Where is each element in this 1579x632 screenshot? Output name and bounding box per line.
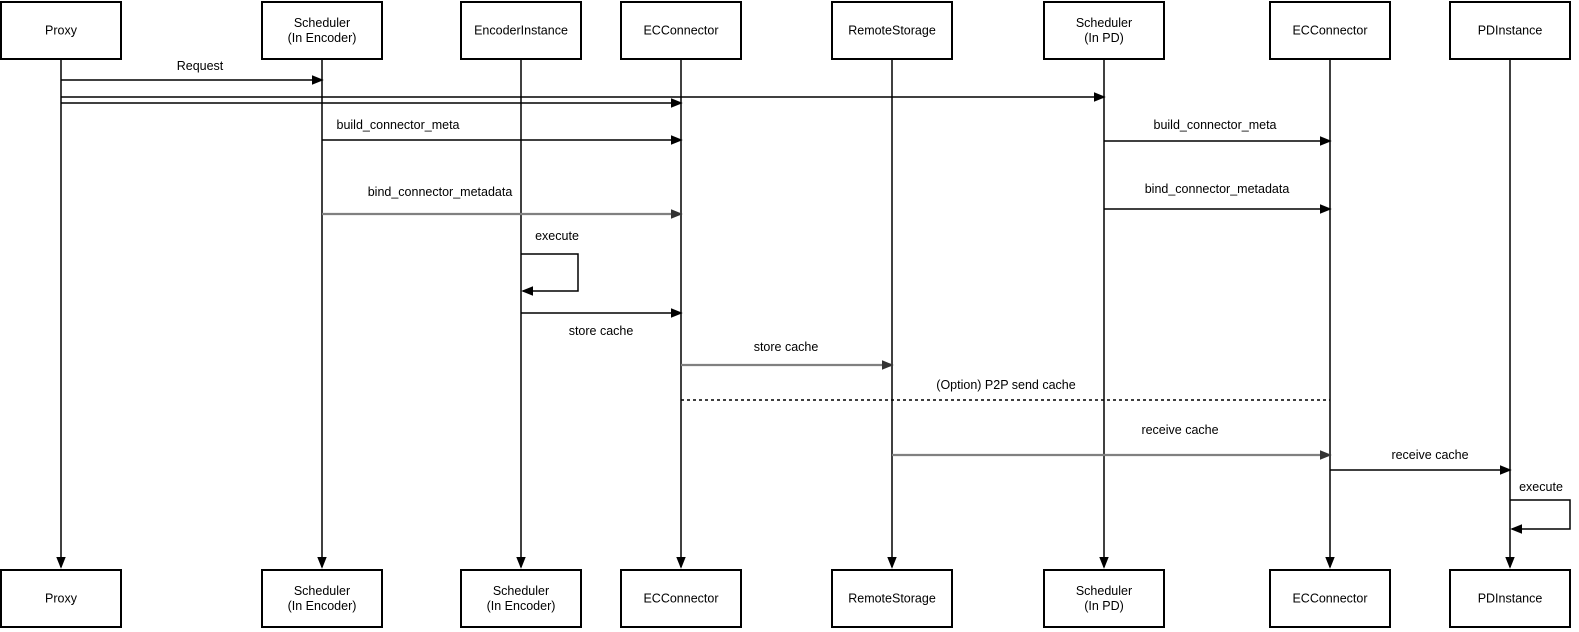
actor-label-top-scheduler-encoder-line0: Scheduler [294,16,350,30]
actor-box-bottom-scheduler-encoder [261,569,383,628]
message-label-p2p-send-cache: (Option) P2P send cache [936,378,1075,392]
message-label-build-connector-meta-enc: build_connector_meta [337,118,460,132]
actor-box-top-ec-connector-encoder [620,1,742,60]
message-label-build-connector-meta-pd: build_connector_meta [1154,118,1277,132]
actor-label-bottom-pd-instance-line0: PDInstance [1478,592,1543,606]
message-label-store-cache-local: store cache [569,324,634,338]
actor-box-top-proxy [0,1,122,60]
actor-box-bottom-proxy [0,569,122,628]
self-message-label-execute-pd: execute [1519,480,1563,494]
actor-box-bottom-encoder-instance [460,569,582,628]
message-label-receive-cache-pd: receive cache [1391,448,1468,462]
actor-label-bottom-encoder-instance-line0: Scheduler [493,584,549,598]
message-label-bind-connector-metadata-enc: bind_connector_metadata [368,185,513,199]
actor-box-top-scheduler-pd [1043,1,1165,60]
actor-box-top-pd-instance [1449,1,1571,60]
actor-label-top-scheduler-pd-line0: Scheduler [1076,16,1132,30]
self-message-label-execute-encoder: execute [535,229,579,243]
actor-box-top-remote-storage [831,1,953,60]
actor-label-top-ec-connector-encoder-line0: ECConnector [643,24,718,38]
actor-box-top-encoder-instance [460,1,582,60]
actor-label-bottom-remote-storage-line0: RemoteStorage [848,592,936,606]
message-label-request: Request [177,59,224,73]
actor-label-bottom-ec-connector-encoder-line0: ECConnector [643,592,718,606]
actor-box-bottom-pd-instance [1449,569,1571,628]
actor-label-bottom-encoder-instance-line1: (In Encoder) [487,599,556,613]
actor-label-bottom-scheduler-encoder-line0: Scheduler [294,584,350,598]
actor-label-top-remote-storage-line0: RemoteStorage [848,24,936,38]
message-label-store-cache-remote: store cache [754,340,819,354]
actor-label-bottom-scheduler-encoder-line1: (In Encoder) [288,599,357,613]
self-message-execute-encoder [521,253,579,291]
message-label-bind-connector-metadata-pd: bind_connector_metadata [1145,182,1290,196]
actor-label-top-encoder-instance-line0: EncoderInstance [474,24,568,38]
actor-label-top-scheduler-encoder-line1: (In Encoder) [288,31,357,45]
actor-box-bottom-ec-connector-encoder [620,569,742,628]
self-message-execute-pd [1510,499,1571,529]
actor-label-bottom-proxy-line0: Proxy [45,592,78,606]
actor-label-bottom-scheduler-pd-line1: (In PD) [1084,599,1124,613]
actor-label-bottom-ec-connector-pd-line0: ECConnector [1292,592,1367,606]
actor-box-bottom-ec-connector-pd [1269,569,1391,628]
actor-label-top-ec-connector-pd-line0: ECConnector [1292,24,1367,38]
message-label-receive-cache-remote: receive cache [1141,423,1218,437]
actor-box-bottom-remote-storage [831,569,953,628]
actor-label-top-scheduler-pd-line1: (In PD) [1084,31,1124,45]
actor-box-top-ec-connector-pd [1269,1,1391,60]
actor-box-bottom-scheduler-pd [1043,569,1165,628]
actor-label-top-proxy-line0: Proxy [45,24,78,38]
actor-box-top-scheduler-encoder [261,1,383,60]
actor-label-top-pd-instance-line0: PDInstance [1478,24,1543,38]
actor-label-bottom-scheduler-pd-line0: Scheduler [1076,584,1132,598]
